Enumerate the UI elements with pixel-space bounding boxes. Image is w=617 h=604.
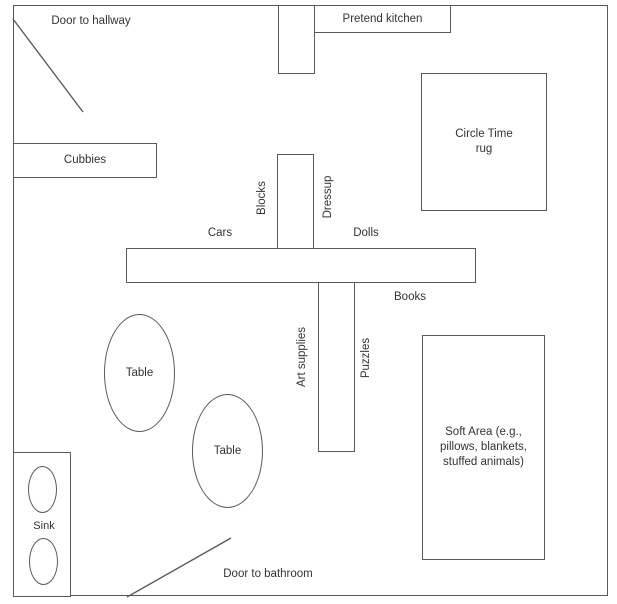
circle-time-rug-label-line2: rug [475,143,493,155]
pretend-kitchen-label: Pretend kitchen [342,12,423,25]
soft-area-label-line3: stuffed animals) [443,456,524,468]
shelf-art-puzzles [318,282,355,452]
books-label: Books [394,291,426,303]
soft-area-label-line2: pillows, blankets, [440,441,527,453]
cubbies-shelf: Cubbies [13,143,157,178]
soft-area-label-line1: Soft Area (e.g., [445,426,522,438]
dressup-label: Dressup [322,175,334,219]
table-oval-1: Table [104,314,175,432]
sink-basin-top [28,466,57,513]
pretend-kitchen-unit [278,5,315,74]
table-2-label: Table [213,444,242,457]
art-supplies-label: Art supplies [296,326,308,388]
table-oval-2: Table [192,394,263,508]
circle-time-rug: Circle Time rug [421,73,547,211]
sink-label: Sink [33,520,55,532]
soft-area: Soft Area (e.g., pillows, blankets, stuf… [422,335,545,560]
door-to-hallway-label: Door to hallway [51,15,131,27]
circle-time-rug-label-line1: Circle Time [455,128,513,140]
puzzles-label: Puzzles [360,337,372,379]
blocks-label: Blocks [256,181,268,215]
table-1-label: Table [125,366,154,379]
cars-label: Cars [207,227,233,239]
cubbies-label: Cubbies [63,154,107,166]
door-to-bathroom-label: Door to bathroom [223,568,313,580]
dolls-label: Dolls [353,227,379,239]
pretend-kitchen-box: Pretend kitchen [314,5,451,33]
shelf-blocks-dressup [277,154,314,249]
shelf-cars-dolls [126,248,476,283]
sink-basin-bottom [29,538,58,585]
